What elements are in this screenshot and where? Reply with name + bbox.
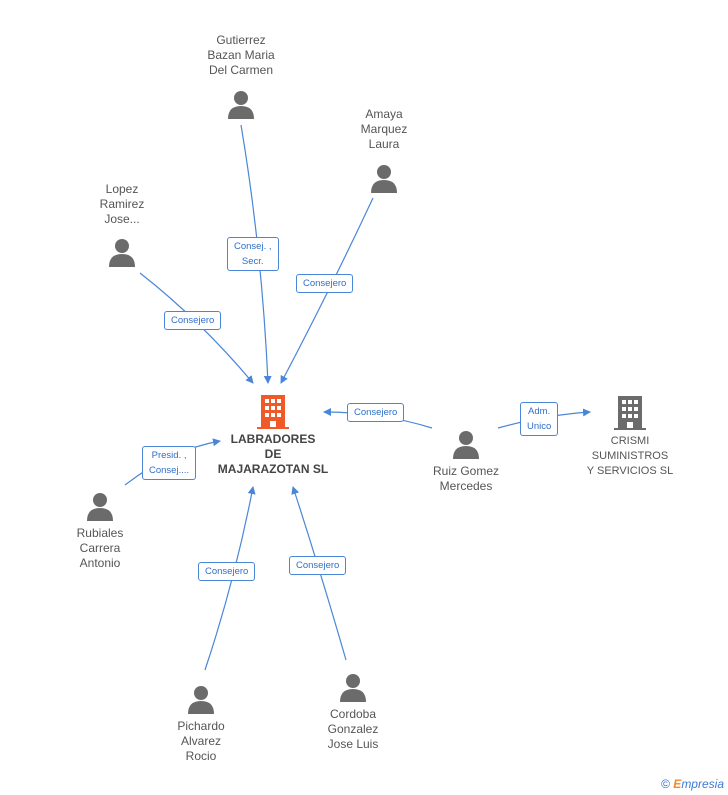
- company-name: CRISMI SUMINISTROS Y SERVICIOS SL: [586, 435, 674, 477]
- person-icon: [87, 493, 113, 521]
- relation-label-lopez[interactable]: Consejero: [164, 311, 222, 330]
- person-icon: [188, 686, 214, 714]
- main-company-name: LABRADORES DE MAJARAZOTAN SL: [217, 432, 329, 476]
- person-name: Pichardo Alvarez Rocio: [177, 719, 225, 763]
- person-icon: [109, 239, 135, 267]
- brand-initial: E: [673, 777, 682, 791]
- person-icon: [228, 91, 254, 119]
- relation-label-ruiz-main[interactable]: Consejero: [347, 403, 405, 422]
- relation-label-amaya[interactable]: Consejero: [296, 274, 354, 293]
- copyright-icon: ©: [661, 777, 670, 791]
- relation-label-rubiales[interactable]: Presid. , Consej....: [142, 446, 197, 480]
- brand-rest: mpresia: [681, 777, 724, 791]
- person-name: Rubiales Carrera Antonio: [76, 526, 124, 570]
- relation-label-pichardo[interactable]: Consejero: [198, 562, 256, 581]
- building-icon: [257, 395, 289, 429]
- person-name: Lopez Ramirez Jose...: [99, 182, 145, 226]
- person-name: Gutierrez Bazan Maria Del Carmen: [207, 33, 275, 77]
- person-icon: [340, 674, 366, 702]
- person-icon: [371, 165, 397, 193]
- person-name: Cordoba Gonzalez Jose Luis: [327, 707, 379, 751]
- building-icon: [614, 396, 646, 430]
- relation-label-gutierrez[interactable]: Consej. , Secr.: [227, 237, 279, 271]
- person-name: Amaya Marquez Laura: [360, 107, 408, 151]
- person-icon: [453, 431, 479, 459]
- relation-label-cordoba[interactable]: Consejero: [289, 556, 347, 575]
- relation-label-ruiz-crismi[interactable]: Adm. Unico: [520, 402, 559, 436]
- empresia-watermark: © Empresia: [661, 777, 724, 791]
- person-name: Ruiz Gomez Mercedes: [432, 464, 500, 493]
